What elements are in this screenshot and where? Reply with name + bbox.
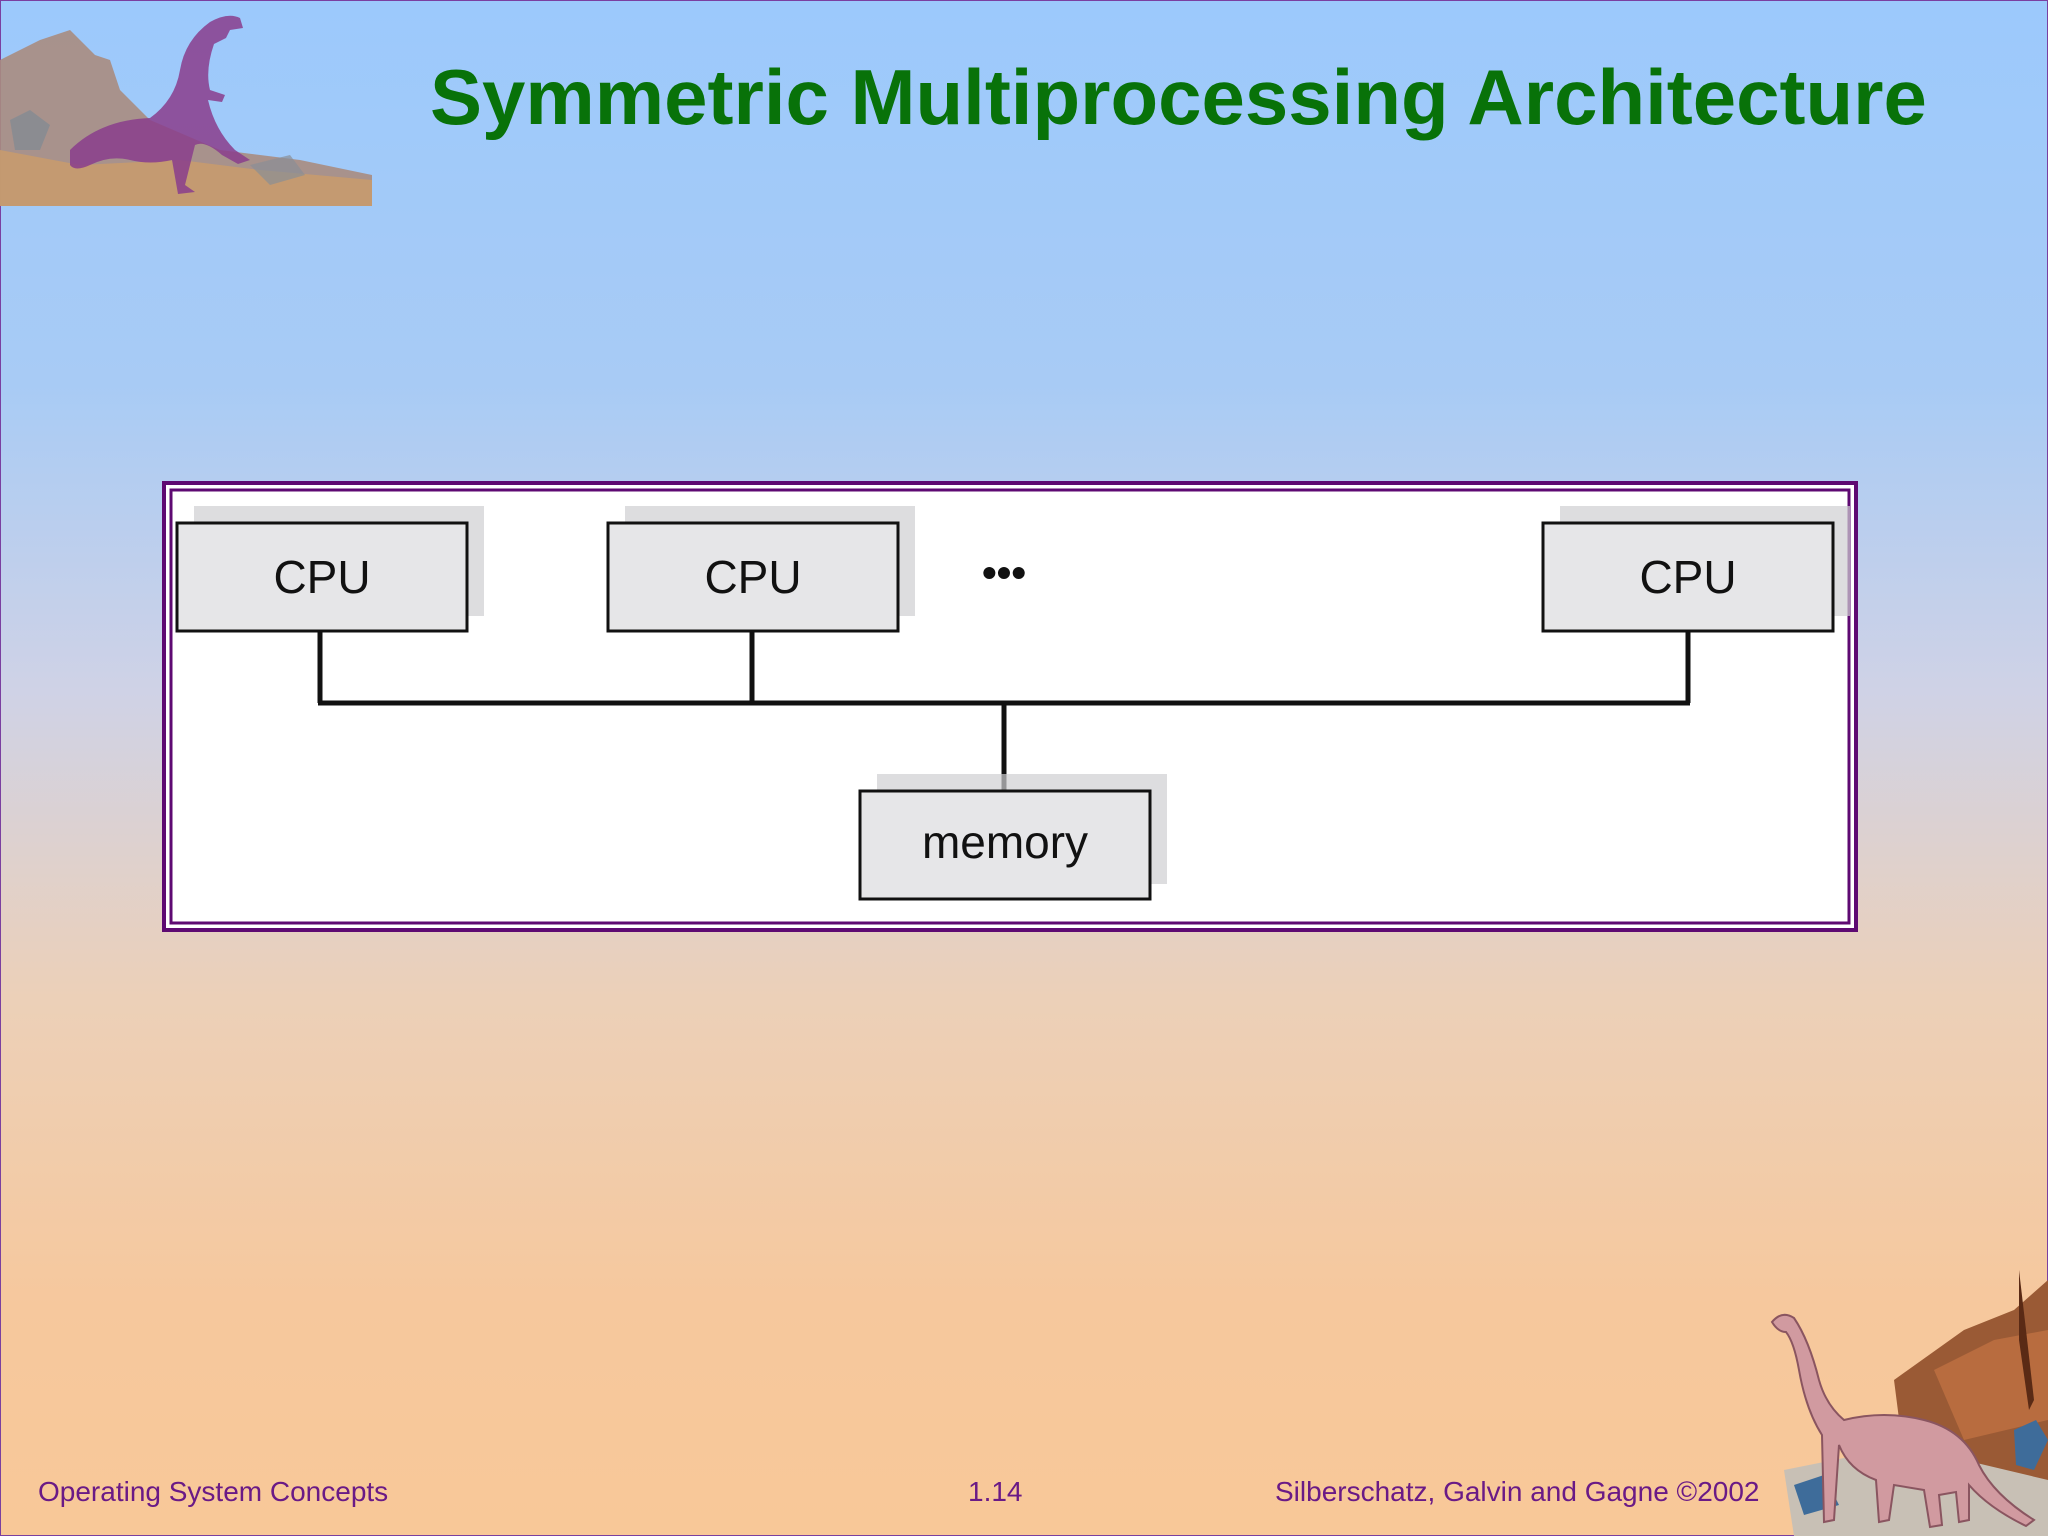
smp-diagram: CPU CPU ••• CPU memory [162,481,1858,932]
memory-box: memory [858,774,1167,901]
diagram-inner-border [169,488,1851,925]
cpu-label-1: CPU [273,551,370,603]
footer-page-number: 1.14 [968,1476,1023,1507]
dinosaur-brontosaurus-icon [1770,1270,2048,1536]
bus-lines [317,631,1691,791]
cpu-ellipsis: ••• [982,549,1026,596]
cpu-label-3: CPU [1639,551,1736,603]
cpu-box-3: CPU [1541,506,1850,633]
cpu-box-2: CPU [606,506,915,633]
cpu-label-2: CPU [704,551,801,603]
footer-copyright: Silberschatz, Galvin and Gagne ©2002 [1275,1476,1760,1507]
footer-course-title: Operating System Concepts [38,1476,389,1507]
dinosaur-tyrannosaurus-icon [0,15,372,206]
cpu-box-1: CPU [175,506,484,633]
slide-title: Symmetric Multiprocessing Architecture [430,53,1927,141]
memory-label: memory [922,816,1088,868]
